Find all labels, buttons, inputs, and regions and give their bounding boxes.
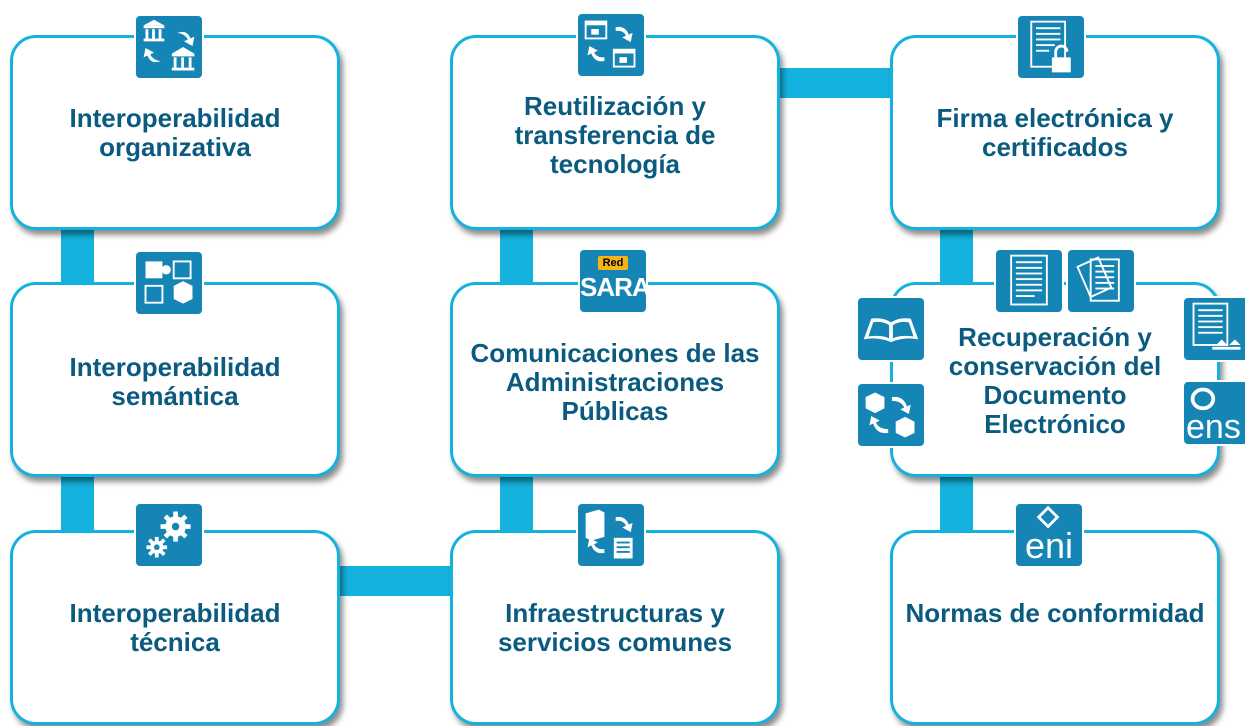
red-sara-logo: Red SARA: [578, 248, 651, 314]
boxes-exchange-icon: [856, 382, 926, 448]
card-label: Reutilización y transferencia de tecnolo…: [514, 91, 716, 179]
card-recuperacion: Recuperación y conservación del Document…: [890, 282, 1220, 477]
card-label: Normas de conformidad: [905, 598, 1205, 628]
buildings-exchange-icon: [134, 14, 204, 80]
card-label: Firma electrónica y certificados: [936, 103, 1174, 162]
server-exchange-icon: [576, 502, 646, 568]
document-icon: [994, 248, 1064, 314]
card-label: Infraestructuras y servicios comunes: [497, 598, 733, 657]
open-book-icon: [856, 296, 926, 362]
ens-logo: ens: [1182, 380, 1245, 446]
card-label: Interoperabilidad técnica: [69, 598, 281, 657]
connector-organizativa-semantica: [61, 225, 94, 290]
puzzle-icon: [134, 250, 204, 316]
document-scale-icon: [1182, 296, 1245, 362]
connector-comunicaciones-reutilizacion: [500, 225, 533, 290]
card-label: Interoperabilidad organizativa: [69, 103, 281, 162]
eni-logo: eni: [1014, 502, 1084, 568]
document-lock-icon: [1016, 14, 1086, 80]
connector-semantica-tecnica: [61, 472, 94, 537]
card-label: Interoperabilidad semántica: [69, 352, 281, 411]
windows-exchange-icon: [576, 12, 646, 78]
card-comunicaciones: Comunicaciones de las Administraciones P…: [450, 282, 780, 477]
sara-text: SARA: [580, 272, 651, 302]
card-label: Comunicaciones de las Administraciones P…: [470, 338, 760, 426]
documents-stack-icon: [1066, 248, 1136, 314]
connector-recuperacion-normas: [940, 472, 973, 537]
connector-tecnica-infraestructuras: [335, 566, 455, 596]
red-badge: Red: [598, 256, 628, 270]
connector-firma-recuperacion: [940, 225, 973, 290]
card-label: Recuperación y conservación del Document…: [948, 322, 1162, 439]
ens-text: ens: [1186, 408, 1241, 446]
connector-infraestructuras-comunicaciones: [500, 472, 533, 537]
connector-reutilizacion-firma: [775, 68, 895, 98]
eni-text: eni: [1024, 525, 1074, 566]
gears-icon: [134, 502, 204, 568]
